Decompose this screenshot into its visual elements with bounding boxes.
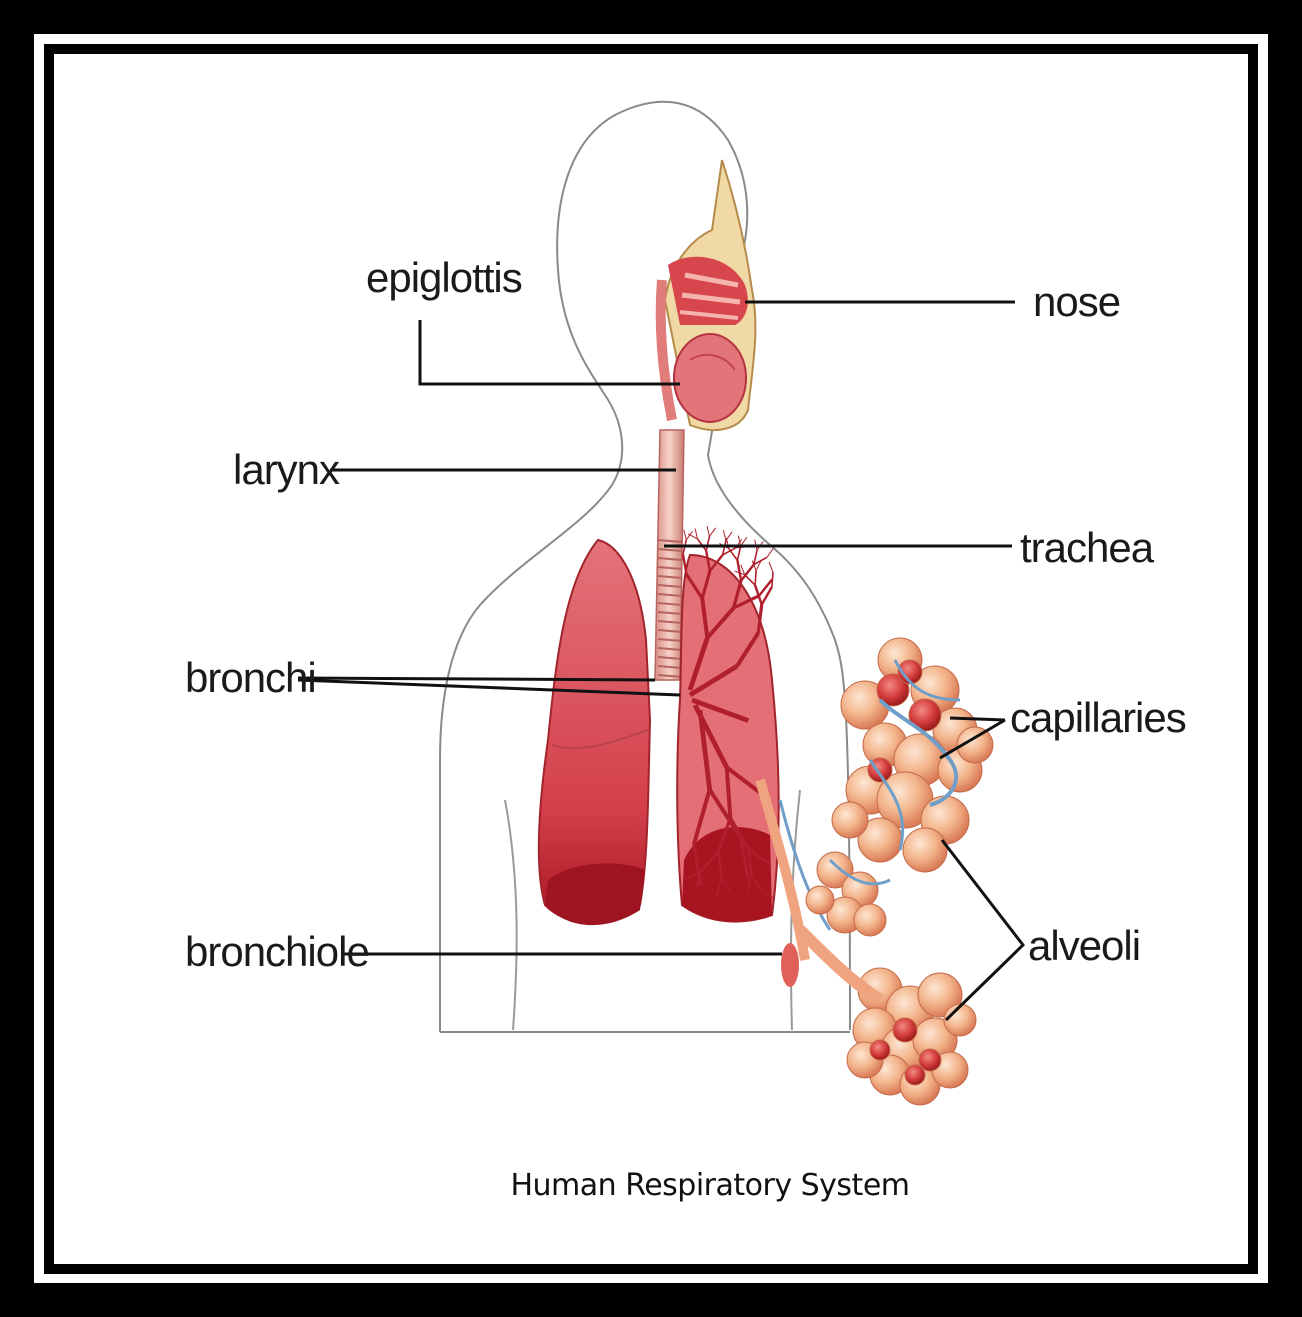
left-arm-line: [505, 800, 517, 1030]
bronchiole-tip: [781, 943, 799, 987]
alveolus: [905, 1065, 925, 1085]
diagram-caption: Human Respiratory System: [450, 1168, 970, 1203]
bronchial-branch: [745, 575, 755, 586]
bronchial-branch: [772, 572, 773, 587]
capillaries-leader-a: [950, 718, 1005, 720]
bronchial-branch: [759, 580, 772, 596]
bronchial-branch: [706, 536, 709, 550]
alveolus: [893, 1018, 917, 1042]
alveolus: [870, 1040, 890, 1060]
alveolar-duct: [800, 930, 880, 1000]
label-epiglottis: epiglottis: [366, 254, 522, 301]
alveolus: [832, 802, 868, 838]
label-trachea: trachea: [1020, 524, 1155, 571]
alveolus: [806, 886, 834, 914]
bronchial-branch: [709, 528, 715, 537]
bronchial-branch: [723, 530, 725, 540]
bronchial-branch: [769, 562, 773, 572]
label-capillaries: capillaries: [1010, 694, 1186, 741]
bronchial-branch: [767, 549, 773, 558]
alveolus: [854, 904, 886, 936]
label-bronchi: bronchi: [185, 654, 316, 701]
head-cross-section: [661, 160, 756, 430]
bronchial-branch: [737, 560, 741, 580]
bronchial-branch: [684, 530, 686, 540]
alveolus: [903, 828, 947, 872]
epiglottis-leader: [420, 320, 680, 384]
trachea-tube: [655, 430, 684, 680]
label-nose: nose: [1033, 278, 1120, 325]
label-larynx: larynx: [233, 446, 340, 493]
bronchial-branch: [729, 548, 738, 560]
bronchial-branch: [707, 526, 709, 536]
alveolus: [944, 1004, 976, 1036]
bronchial-branch: [755, 570, 756, 585]
label-bronchiole: bronchiole: [185, 928, 369, 975]
label-alveoli: alveoli: [1028, 922, 1140, 969]
bronchi-leader-a: [298, 678, 655, 680]
